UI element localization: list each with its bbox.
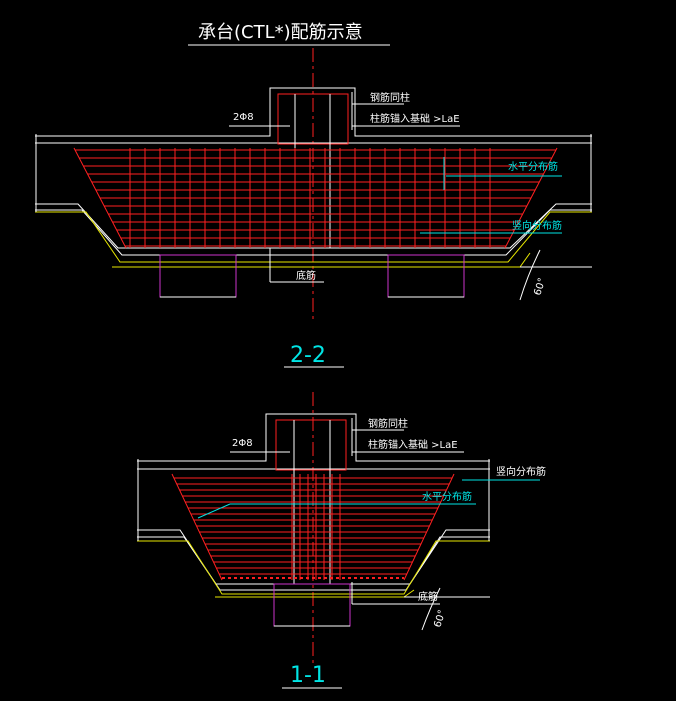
- section-1-1-drawing: 2Φ8 钢筋同柱 柱筋锚入基础 >LaE 竖向分布筋 水平分布筋 底筋 60°: [137, 392, 546, 665]
- callout-1-1-slope: 60°: [432, 609, 448, 629]
- callout-2-2-vertical: 竖向分布筋: [512, 219, 562, 232]
- callout-2-2-bottom: 底筋: [296, 269, 316, 282]
- section-label-1-1: 1-1: [290, 663, 326, 688]
- callout-1-1-steel-col: 钢筋同柱: [368, 417, 408, 430]
- callout-1-1-col-bars: 2Φ8: [232, 438, 253, 449]
- rebar-net-2-2: [75, 148, 556, 248]
- callout-1-1-anchor: 柱筋锚入基础 >LaE: [368, 438, 458, 451]
- rebar-net-1-1: [173, 474, 453, 580]
- callout-1-1-vertical: 竖向分布筋: [496, 465, 546, 478]
- callout-2-2-anchor: 柱筋锚入基础 >LaE: [370, 112, 460, 125]
- callout-1-1-bottom: 底筋: [418, 590, 438, 603]
- section-2-2-drawing: 2Φ8 钢筋同柱 柱筋锚入基础 >LaE 水平分布筋 竖向分布筋 底筋 60°: [35, 48, 592, 320]
- pile-right: [387, 254, 465, 298]
- callout-2-2-slope: 60°: [532, 277, 548, 297]
- callout-2-2-horizontal: 水平分布筋: [508, 160, 558, 173]
- drawing-title: 承台(CTL*)配筋示意: [198, 22, 363, 43]
- callout-2-2-col-bars: 2Φ8: [233, 112, 254, 123]
- section-label-2-2: 2-2: [290, 343, 326, 368]
- callout-2-2-steel-col: 钢筋同柱: [370, 91, 410, 104]
- pile-left: [159, 254, 237, 298]
- callout-1-1-horizontal: 水平分布筋: [422, 490, 472, 503]
